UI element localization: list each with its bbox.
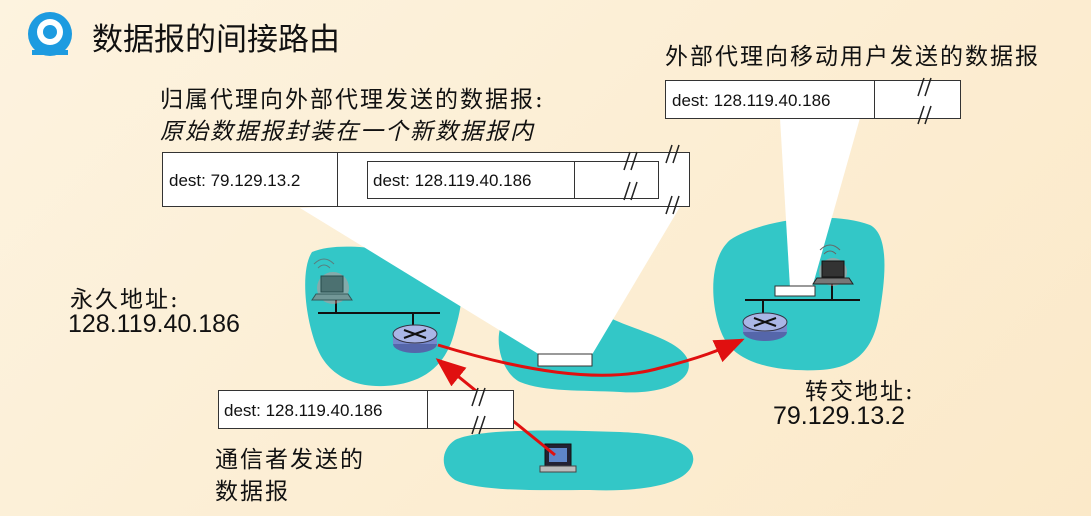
outer-dest-field: dest: 79.129.13.2 (169, 171, 301, 190)
correspondent-caption-line2: 数据报 (215, 479, 290, 505)
arrow-home-to-foreign (437, 338, 745, 377)
care-of-address-label: 转交地址: (805, 379, 915, 405)
correspondent-caption-line1: 通信者发送的 (215, 447, 365, 473)
inner-dest-field: dest: 128.119.40.186 (373, 171, 532, 190)
encapsulated-packet: dest: 79.129.13.2 dest: 128.119.40.186 (162, 152, 690, 207)
correspondent-packet: dest: 128.119.40.186 (218, 390, 514, 429)
page-title: 数据报的间接路由 (92, 22, 340, 58)
permanent-address-value: 128.119.40.186 (68, 310, 240, 338)
care-of-address-value: 79.129.13.2 (773, 402, 906, 430)
permanent-address-label: 永久地址: (70, 287, 180, 313)
home-to-foreign-caption: 归属代理向外部代理发送的数据报: (160, 87, 545, 113)
callout-cone-home (300, 190, 690, 358)
foreign-to-mobile-caption: 外部代理向移动用户发送的数据报 (665, 44, 1040, 70)
foreign-dest-field: dest: 128.119.40.186 (672, 91, 831, 110)
laptop-foreign-icon (812, 244, 854, 286)
camera-logo-icon (28, 12, 72, 56)
laptop-home-icon (311, 258, 353, 304)
foreign-to-mobile-packet: dest: 128.119.40.186 (665, 80, 961, 119)
foreign-router-icon (742, 312, 788, 341)
encapsulation-caption: 原始数据报封装在一个新数据报内 (160, 119, 535, 145)
callout-cone-foreign (780, 118, 860, 288)
inner-packet: dest: 128.119.40.186 (367, 161, 659, 199)
correspondent-computer-icon (539, 443, 577, 473)
home-router-icon (392, 324, 438, 353)
correspondent-dest-field: dest: 128.119.40.186 (224, 401, 383, 420)
